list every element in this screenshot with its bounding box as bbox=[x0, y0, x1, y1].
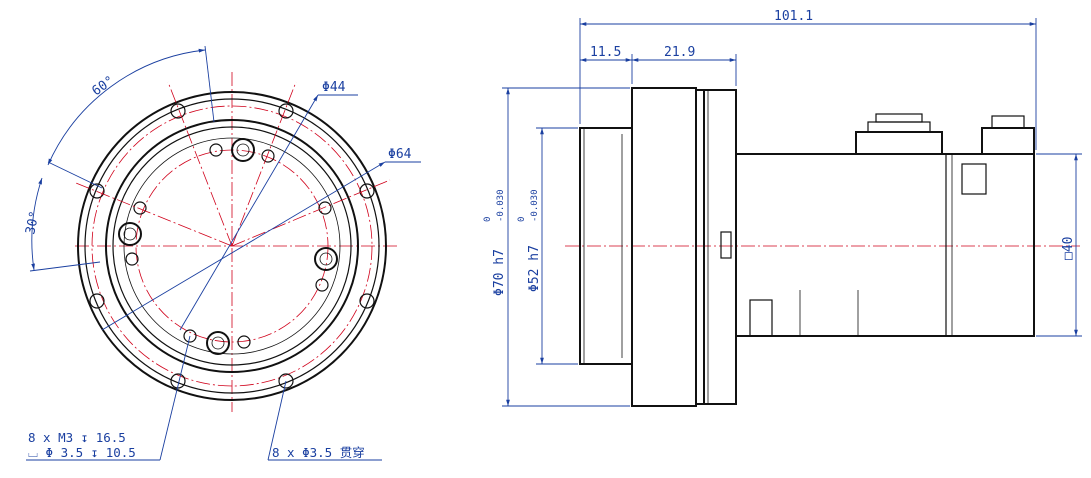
through-hole bbox=[359, 183, 375, 199]
angle-60-extension bbox=[204, 45, 215, 123]
len-21-9-label: 21.9 bbox=[664, 45, 695, 60]
rear-connector-base bbox=[981, 127, 1035, 155]
through-hole bbox=[89, 183, 105, 199]
through-hole bbox=[359, 293, 375, 309]
dia-70-tol-lower: -0.030 bbox=[496, 189, 506, 222]
side-plug bbox=[961, 163, 987, 195]
hole-radial-line bbox=[231, 179, 391, 247]
rear-connector-body bbox=[991, 115, 1025, 129]
front-view: 60° 30° Φ44 Φ64 8 x M3 ↧ 16.5 ⌴ Φ 3.5 ↧ … bbox=[23, 45, 421, 461]
dia-70-label: Φ70 h7 bbox=[492, 249, 507, 296]
hole-radial-line bbox=[75, 182, 233, 247]
len-total-label: 101.1 bbox=[774, 9, 813, 24]
angle-30-arc bbox=[31, 177, 43, 271]
sq-40-label: □40 bbox=[1061, 237, 1076, 260]
main-flange bbox=[631, 87, 697, 407]
dia-64-label: Φ64 bbox=[388, 147, 412, 162]
through-hole bbox=[89, 293, 105, 309]
dia-44-label: Φ44 bbox=[322, 80, 346, 95]
threaded-hole bbox=[315, 278, 329, 292]
dia-52-tol-upper: 0 bbox=[517, 217, 527, 222]
thread-note-line2: ⌴ Φ 3.5 ↧ 10.5 bbox=[28, 445, 136, 460]
threaded-hole bbox=[133, 201, 147, 215]
top-connector-body bbox=[867, 121, 931, 133]
len-11-5-label: 11.5 bbox=[590, 45, 621, 60]
top-connector-cap bbox=[875, 113, 923, 123]
threaded-hole bbox=[125, 252, 139, 266]
outer-flange-circle bbox=[77, 91, 387, 401]
through-hole bbox=[278, 373, 294, 389]
through-hole bbox=[278, 103, 294, 119]
threaded-hole bbox=[237, 335, 251, 349]
shaft-step-circle bbox=[123, 137, 341, 355]
thread-note-leader bbox=[159, 335, 191, 461]
angle-60-label: 60° bbox=[89, 73, 117, 99]
threaded-hole bbox=[183, 329, 197, 343]
angle-30-label: 30° bbox=[23, 210, 43, 236]
connector-boss-inner bbox=[319, 252, 333, 266]
pcd-64-circle bbox=[91, 105, 373, 387]
threaded-hole bbox=[209, 143, 223, 157]
body-inner-circle bbox=[112, 126, 352, 366]
connector-boss-inner bbox=[211, 336, 225, 350]
threaded-hole bbox=[261, 149, 275, 163]
top-connector-base bbox=[855, 131, 943, 155]
connector-boss-inner bbox=[236, 143, 250, 157]
side-view: 101.1 11.5 21.9 Φ70 h7 0 -0.030 Φ52 h7 0… bbox=[483, 9, 1082, 407]
dia-52-tol-lower: -0.030 bbox=[530, 189, 540, 222]
key-feature bbox=[720, 231, 732, 259]
angle-30-extension bbox=[29, 261, 101, 272]
connector-boss bbox=[206, 331, 230, 355]
angle-60-arc bbox=[47, 48, 206, 166]
through-note-leader bbox=[267, 380, 287, 461]
angle-60-extension bbox=[47, 161, 103, 189]
threaded-holes bbox=[125, 143, 332, 349]
connector-boss-inner bbox=[123, 227, 137, 241]
through-hole bbox=[170, 373, 186, 389]
connector-boss bbox=[231, 138, 255, 162]
connector-boss bbox=[118, 222, 142, 246]
groove-1 bbox=[695, 89, 705, 405]
outer-flange-inner-edge bbox=[84, 98, 380, 394]
connector-boss bbox=[314, 247, 338, 271]
dia-52-label: Φ52 h7 bbox=[527, 245, 542, 292]
through-note-label: 8 x Φ3.5 贯穿 bbox=[272, 445, 365, 460]
dia-70-tol-upper: 0 bbox=[483, 217, 493, 222]
thread-note-line1: 8 x M3 ↧ 16.5 bbox=[28, 430, 126, 445]
threaded-hole bbox=[318, 201, 332, 215]
dia-44-leader bbox=[179, 94, 319, 331]
connector-bosses bbox=[118, 138, 338, 355]
bottom-tab bbox=[749, 299, 773, 337]
motor-body bbox=[735, 153, 1035, 337]
dia-64-leader bbox=[101, 161, 386, 331]
body-circle bbox=[105, 119, 359, 373]
hole-radial-line bbox=[231, 81, 297, 247]
